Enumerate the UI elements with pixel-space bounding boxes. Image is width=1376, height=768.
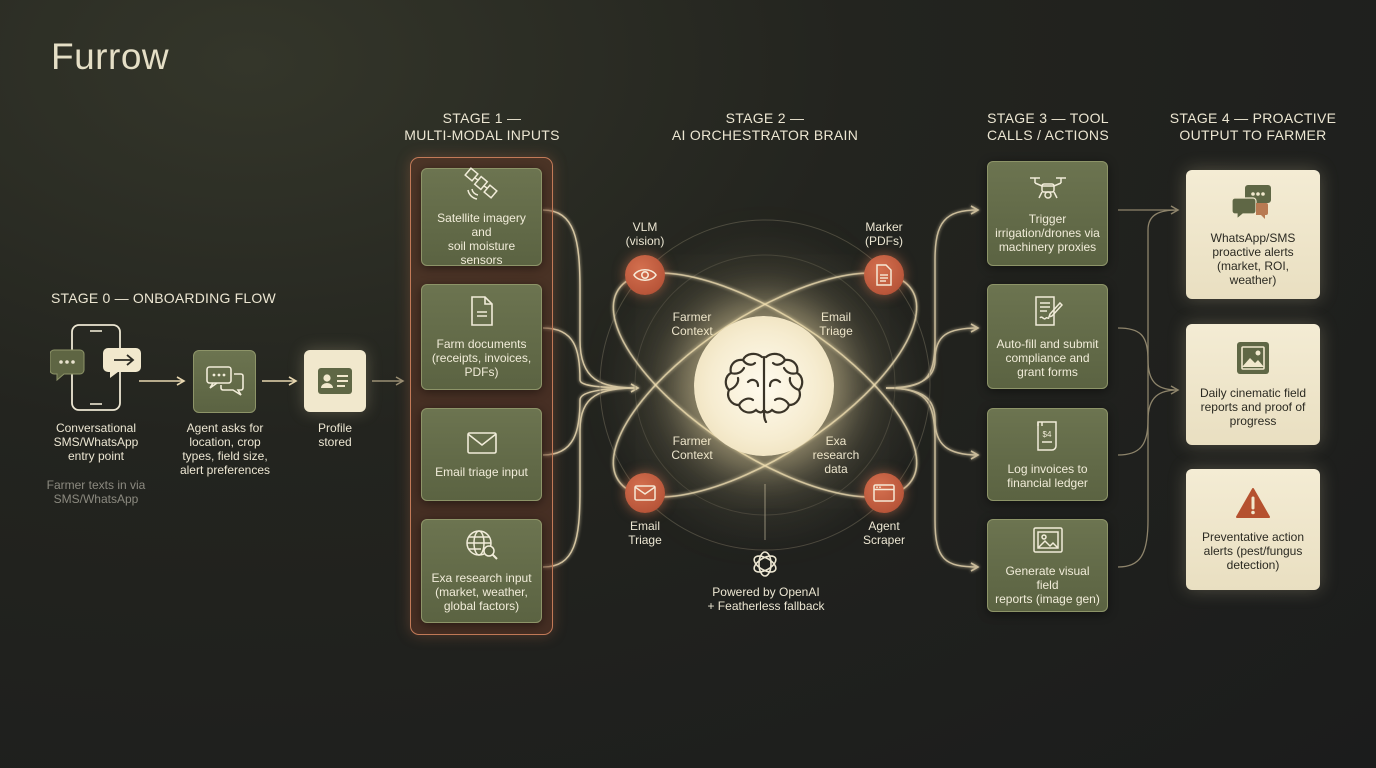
output-card-preventative: Preventative action alerts (pest/fungus … xyxy=(1186,469,1320,590)
powered-by-label: Powered by OpenAI + Featherless fallback xyxy=(707,585,825,613)
vlm-label: VLM (vision) xyxy=(625,220,665,248)
input-label-email: Email triage input xyxy=(435,464,528,479)
globe-search-icon xyxy=(465,529,499,564)
warning-icon xyxy=(1235,487,1271,522)
eye-icon xyxy=(633,268,657,282)
agent-chat-card xyxy=(193,350,256,413)
chat-bubbles-icon xyxy=(205,365,244,396)
vlm-node xyxy=(625,255,665,295)
marker-node xyxy=(864,255,904,295)
profile-card xyxy=(304,350,366,412)
output-label-preventative: Preventative action alerts (pest/fungus … xyxy=(1201,530,1305,572)
agent-scraper-label: Agent Scraper xyxy=(862,519,906,547)
id-card-icon xyxy=(318,368,352,394)
input-card-satellite: Satellite imagery and soil moisture sens… xyxy=(421,167,542,267)
action-label-irrigation: Trigger irrigation/drones via machinery … xyxy=(995,211,1100,254)
stage-3-header: STAGE 3 — TOOL CALLS / ACTIONS xyxy=(987,110,1109,143)
brain-to-action-wires xyxy=(885,205,980,572)
document-icon xyxy=(469,295,495,330)
stage-2-header: STAGE 2 — AI ORCHESTRATOR BRAIN xyxy=(671,110,859,143)
stage-1-header: STAGE 1 — MULTI-MODAL INPUTS xyxy=(404,110,560,143)
browser-window-icon xyxy=(873,484,895,502)
image-icon xyxy=(1032,526,1064,557)
input-label-documents: Farm documents (receipts, invoices, PDFs… xyxy=(431,337,532,379)
output-card-reports: Daily cinematic field reports and proof … xyxy=(1186,324,1320,445)
stage-4-header: STAGE 4 — PROACTIVE OUTPUT TO FARMER xyxy=(1169,110,1337,143)
input-card-exa: Exa research input (market, weather, glo… xyxy=(421,519,542,623)
entry-note-label: Farmer texts in via SMS/WhatsApp xyxy=(46,478,146,506)
openai-logo-icon xyxy=(750,549,780,584)
mail-icon xyxy=(634,485,656,501)
output-label-reports: Daily cinematic field reports and proof … xyxy=(1199,386,1307,428)
entry-point-label: Conversational SMS/WhatsApp entry point xyxy=(53,421,139,463)
chat-bubbles-icon xyxy=(1231,182,1274,223)
ledger-icon: $4 xyxy=(1034,420,1062,455)
email-triage-node xyxy=(625,473,665,513)
pdf-document-icon xyxy=(876,264,892,286)
email-triage-label: Email Triage xyxy=(628,519,662,547)
input-to-brain-wires xyxy=(542,209,640,568)
orchestrator-brain xyxy=(694,316,834,456)
drone-icon xyxy=(1028,174,1068,205)
phone-chat-illustration xyxy=(49,322,145,414)
envelope-icon xyxy=(466,431,498,458)
action-label-ledger: Log invoices to financial ledger xyxy=(1007,461,1088,490)
agent-scraper-node xyxy=(864,473,904,513)
output-card-alerts: WhatsApp/SMS proactive alerts (market, R… xyxy=(1186,170,1320,299)
action-card-forms: Auto-fill and submit compliance and gran… xyxy=(987,284,1108,389)
action-label-forms: Auto-fill and submit compliance and gran… xyxy=(996,336,1099,379)
form-icon xyxy=(1033,295,1063,330)
action-label-image-gen: Generate visual field reports (image gen… xyxy=(995,563,1100,606)
farmer-context-top-label: Farmer Context xyxy=(671,310,713,338)
action-card-irrigation: Trigger irrigation/drones via machinery … xyxy=(987,161,1108,266)
field-report-icon xyxy=(1236,341,1270,378)
action-to-output-wires xyxy=(1117,205,1180,568)
input-card-email: Email triage input xyxy=(421,408,542,501)
output-label-alerts: WhatsApp/SMS proactive alerts (market, R… xyxy=(1210,231,1296,287)
input-label-satellite: Satellite imagery and soil moisture sens… xyxy=(437,211,526,267)
profile-stored-label: Profile stored xyxy=(317,421,352,449)
app-title: Furrow xyxy=(51,36,170,77)
agent-asks-label: Agent asks for location, crop types, fie… xyxy=(179,421,271,477)
satellite-icon xyxy=(463,167,500,204)
svg-text:$4: $4 xyxy=(1042,430,1051,439)
email-triage-ring-label: Email Triage xyxy=(819,310,853,338)
marker-label: Marker (PDFs) xyxy=(865,220,903,248)
exa-research-label: Exa research data xyxy=(812,434,860,476)
action-card-ledger: $4 Log invoices to financial ledger xyxy=(987,408,1108,501)
brain-icon xyxy=(724,352,804,423)
farmer-context-bottom-label: Farmer Context xyxy=(671,434,713,462)
action-card-image-gen: Generate visual field reports (image gen… xyxy=(987,519,1108,612)
phone-icon xyxy=(49,324,141,411)
stage-0-header: STAGE 0 — ONBOARDING FLOW xyxy=(51,290,276,306)
input-card-documents: Farm documents (receipts, invoices, PDFs… xyxy=(421,284,542,390)
input-label-exa: Exa research input (market, weather, glo… xyxy=(431,571,532,613)
